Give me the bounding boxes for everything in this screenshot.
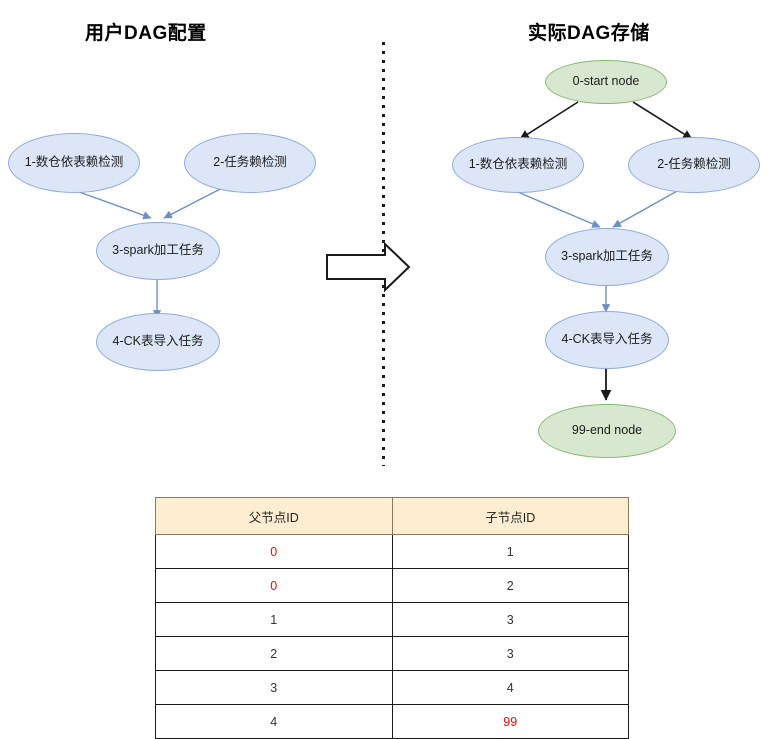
table-row: 1 3 bbox=[155, 602, 629, 637]
right-node-99-label: 99-end node bbox=[571, 423, 643, 438]
left-edge-2-to-3 bbox=[163, 184, 229, 219]
cell-child-id: 3 bbox=[391, 602, 629, 637]
cell-parent-id: 4 bbox=[155, 704, 393, 739]
left-node-4[interactable]: 4-CK表导入任务 bbox=[96, 313, 220, 371]
table-header-row: 父节点ID 子节点ID bbox=[155, 497, 629, 535]
column-header-parent-id: 父节点ID bbox=[155, 497, 393, 535]
dag-edge-table: 父节点ID 子节点ID 0 1 0 2 1 3 2 3 3 4 bbox=[155, 497, 629, 739]
left-node-2[interactable]: 2-任务赖检测 bbox=[184, 133, 316, 193]
right-node-2-label: 2-任务赖检测 bbox=[657, 157, 731, 172]
table-body: 0 1 0 2 1 3 2 3 3 4 4 99 bbox=[155, 534, 629, 739]
table-row: 4 99 bbox=[155, 704, 629, 739]
table-row: 3 4 bbox=[155, 670, 629, 705]
right-edge-0-to-1 bbox=[519, 101, 579, 140]
right-node-2[interactable]: 2-任务赖检测 bbox=[628, 137, 760, 193]
cell-child-id: 99 bbox=[391, 704, 629, 739]
right-node-3-label: 3-spark加工任务 bbox=[561, 249, 653, 264]
left-node-2-label: 2-任务赖检测 bbox=[213, 155, 287, 170]
vertical-dotted-divider bbox=[382, 42, 385, 466]
left-node-4-label: 4-CK表导入任务 bbox=[112, 334, 204, 349]
cell-child-id: 3 bbox=[391, 636, 629, 671]
transform-arrow bbox=[326, 241, 411, 293]
cell-parent-id: 0 bbox=[155, 534, 393, 569]
table-row: 2 3 bbox=[155, 636, 629, 671]
right-edge-2-to-3 bbox=[612, 189, 680, 228]
left-node-3-label: 3-spark加工任务 bbox=[112, 243, 204, 258]
right-node-0-label: 0-start node bbox=[572, 74, 640, 89]
table-row: 0 2 bbox=[155, 568, 629, 603]
right-node-4-label: 4-CK表导入任务 bbox=[561, 332, 653, 347]
right-diagram-title: 实际DAG存储 bbox=[528, 23, 650, 44]
cell-parent-id: 0 bbox=[155, 568, 393, 603]
left-diagram-title: 用户DAG配置 bbox=[85, 23, 207, 44]
cell-parent-id: 1 bbox=[155, 602, 393, 637]
cell-child-id: 2 bbox=[391, 568, 629, 603]
right-node-1[interactable]: 1-数仓依表赖检测 bbox=[452, 137, 584, 193]
cell-parent-id: 2 bbox=[155, 636, 393, 671]
right-edge-0-to-2 bbox=[632, 101, 693, 140]
cell-child-id: 4 bbox=[391, 670, 629, 705]
diagram-canvas: 用户DAG配置 实际DAG存储 bbox=[8, 23, 760, 739]
left-node-3[interactable]: 3-spark加工任务 bbox=[96, 222, 220, 280]
right-node-4[interactable]: 4-CK表导入任务 bbox=[545, 311, 669, 369]
cell-child-id: 1 bbox=[391, 534, 629, 569]
table-row: 0 1 bbox=[155, 534, 629, 569]
left-node-1-label: 1-数仓依表赖检测 bbox=[24, 155, 124, 170]
right-node-3[interactable]: 3-spark加工任务 bbox=[545, 228, 669, 286]
left-node-1[interactable]: 1-数仓依表赖检测 bbox=[8, 133, 140, 193]
column-header-child-id: 子节点ID bbox=[391, 497, 629, 535]
right-node-1-label: 1-数仓依表赖检测 bbox=[468, 157, 568, 172]
right-node-0-start[interactable]: 0-start node bbox=[545, 60, 667, 104]
cell-parent-id: 3 bbox=[155, 670, 393, 705]
right-node-99-end[interactable]: 99-end node bbox=[538, 404, 676, 458]
right-edge-1-to-3 bbox=[512, 189, 601, 228]
